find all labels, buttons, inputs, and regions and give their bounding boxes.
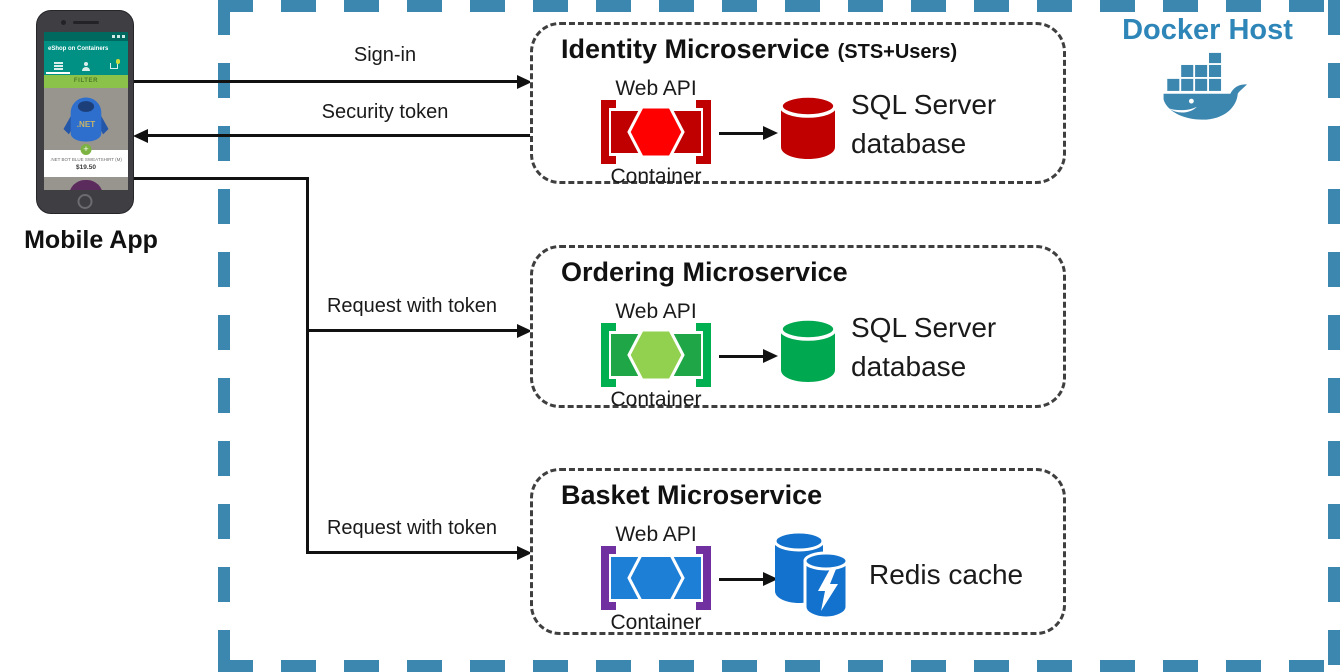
- docker-host-border-right: [1328, 0, 1340, 672]
- identity-db-line: [719, 132, 767, 135]
- request-token-basket-line: [307, 551, 520, 554]
- app-tab-bar: [44, 57, 128, 75]
- person-icon: [82, 61, 90, 71]
- identity-title-text: Identity Microservice: [561, 34, 830, 64]
- basket-title-text: Basket Microservice: [561, 480, 823, 510]
- phone-screen: eShop on Containers FILTER: [44, 32, 128, 190]
- active-tab-underline: [46, 72, 70, 74]
- second-product-image[interactable]: [44, 177, 128, 190]
- basket-container-label: Container: [610, 611, 702, 634]
- identity-container-icon: [601, 100, 711, 164]
- ordering-title-text: Ordering Microservice: [561, 257, 848, 287]
- product-name: .NET BOT BLUE SWEATSHIRT (M): [50, 157, 122, 162]
- app-title: eShop on Containers: [44, 41, 128, 57]
- identity-webapi-label: Web API: [615, 77, 697, 100]
- phone-speaker: [73, 21, 99, 24]
- identity-store-label: SQL Server database: [851, 89, 997, 159]
- docker-host-label: Docker Host: [1122, 14, 1293, 46]
- sign-in-arrowhead: [517, 74, 532, 89]
- identity-db-arrowhead: [763, 126, 778, 140]
- docker-host-border-top: [218, 0, 1340, 12]
- tab-menu[interactable]: [44, 57, 72, 75]
- status-icons: [112, 34, 125, 38]
- ordering-microservice-box: Ordering Microservice Web API Container …: [530, 245, 1066, 411]
- request-token-basket-arrowhead: [517, 545, 532, 560]
- identity-subtitle: (STS+Users): [837, 41, 958, 63]
- request-trunk-horizontal: [134, 177, 309, 180]
- basket-store-label: Redis cache: [869, 559, 1024, 590]
- purple-hoodie-image: [69, 180, 103, 190]
- filter-button[interactable]: FILTER: [44, 75, 128, 88]
- security-token-label: Security token: [321, 101, 449, 123]
- request-token-ordering-line: [307, 329, 520, 332]
- sql-database-icon: [779, 94, 837, 159]
- security-token-arrowhead: [133, 128, 148, 143]
- ordering-container-label: Container: [610, 388, 702, 411]
- security-token-line: [147, 134, 530, 137]
- sign-in-line: [134, 80, 520, 83]
- tab-profile[interactable]: [72, 57, 100, 75]
- ordering-container-icon: [601, 323, 711, 387]
- sign-in-label: Sign-in: [353, 44, 417, 66]
- menu-icon: [53, 61, 63, 72]
- basket-container-icon: [601, 546, 711, 610]
- docker-containers: [1167, 52, 1222, 91]
- redis-cache-icon: [773, 530, 849, 620]
- docker-host-border-bottom: [218, 660, 1340, 672]
- product-price: $19.50: [76, 164, 96, 171]
- cart-icon: [110, 59, 120, 69]
- phone-home-button: [77, 194, 93, 209]
- phone-status-bar: [44, 32, 128, 41]
- ordering-db-line: [719, 355, 767, 358]
- basket-db-arrowhead: [763, 572, 778, 586]
- ordering-webapi-label: Web API: [615, 300, 697, 323]
- request-token-basket-label: Request with token: [326, 517, 498, 539]
- ordering-store-label: SQL Server database: [851, 312, 997, 382]
- identity-microservice-box: Identity Microservice (STS+Users) Web AP…: [530, 22, 1066, 188]
- request-token-ordering-label: Request with token: [326, 295, 498, 317]
- basket-db-line: [719, 578, 767, 581]
- identity-title: Identity Microservice (STS+Users): [533, 25, 1063, 65]
- ordering-db-arrowhead: [763, 349, 778, 363]
- mobile-phone: eShop on Containers FILTER: [36, 10, 134, 214]
- blue-hoodie-image: .NET: [63, 97, 109, 142]
- cart-badge: [115, 59, 120, 64]
- sql-database-icon: [779, 317, 837, 382]
- basket-microservice-box: Basket Microservice Web API Container Re…: [530, 468, 1066, 635]
- basket-title: Basket Microservice: [533, 471, 1063, 511]
- request-trunk-vertical: [306, 177, 309, 554]
- svg-text:.NET: .NET: [77, 120, 95, 129]
- lightning-bolt-icon: [818, 569, 838, 611]
- identity-container-label: Container: [610, 165, 702, 188]
- add-to-cart-badge[interactable]: +: [80, 144, 92, 155]
- mobile-app-label: Mobile App: [24, 226, 158, 254]
- basket-webapi-label: Web API: [615, 523, 697, 546]
- product-image[interactable]: .NET: [44, 88, 128, 150]
- tab-cart[interactable]: [100, 57, 128, 75]
- docker-whale-icon: [1163, 52, 1248, 120]
- phone-camera: [61, 20, 66, 25]
- docker-host-border-left: [218, 0, 230, 672]
- request-token-ordering-arrowhead: [517, 323, 532, 338]
- ordering-title: Ordering Microservice: [533, 248, 1063, 288]
